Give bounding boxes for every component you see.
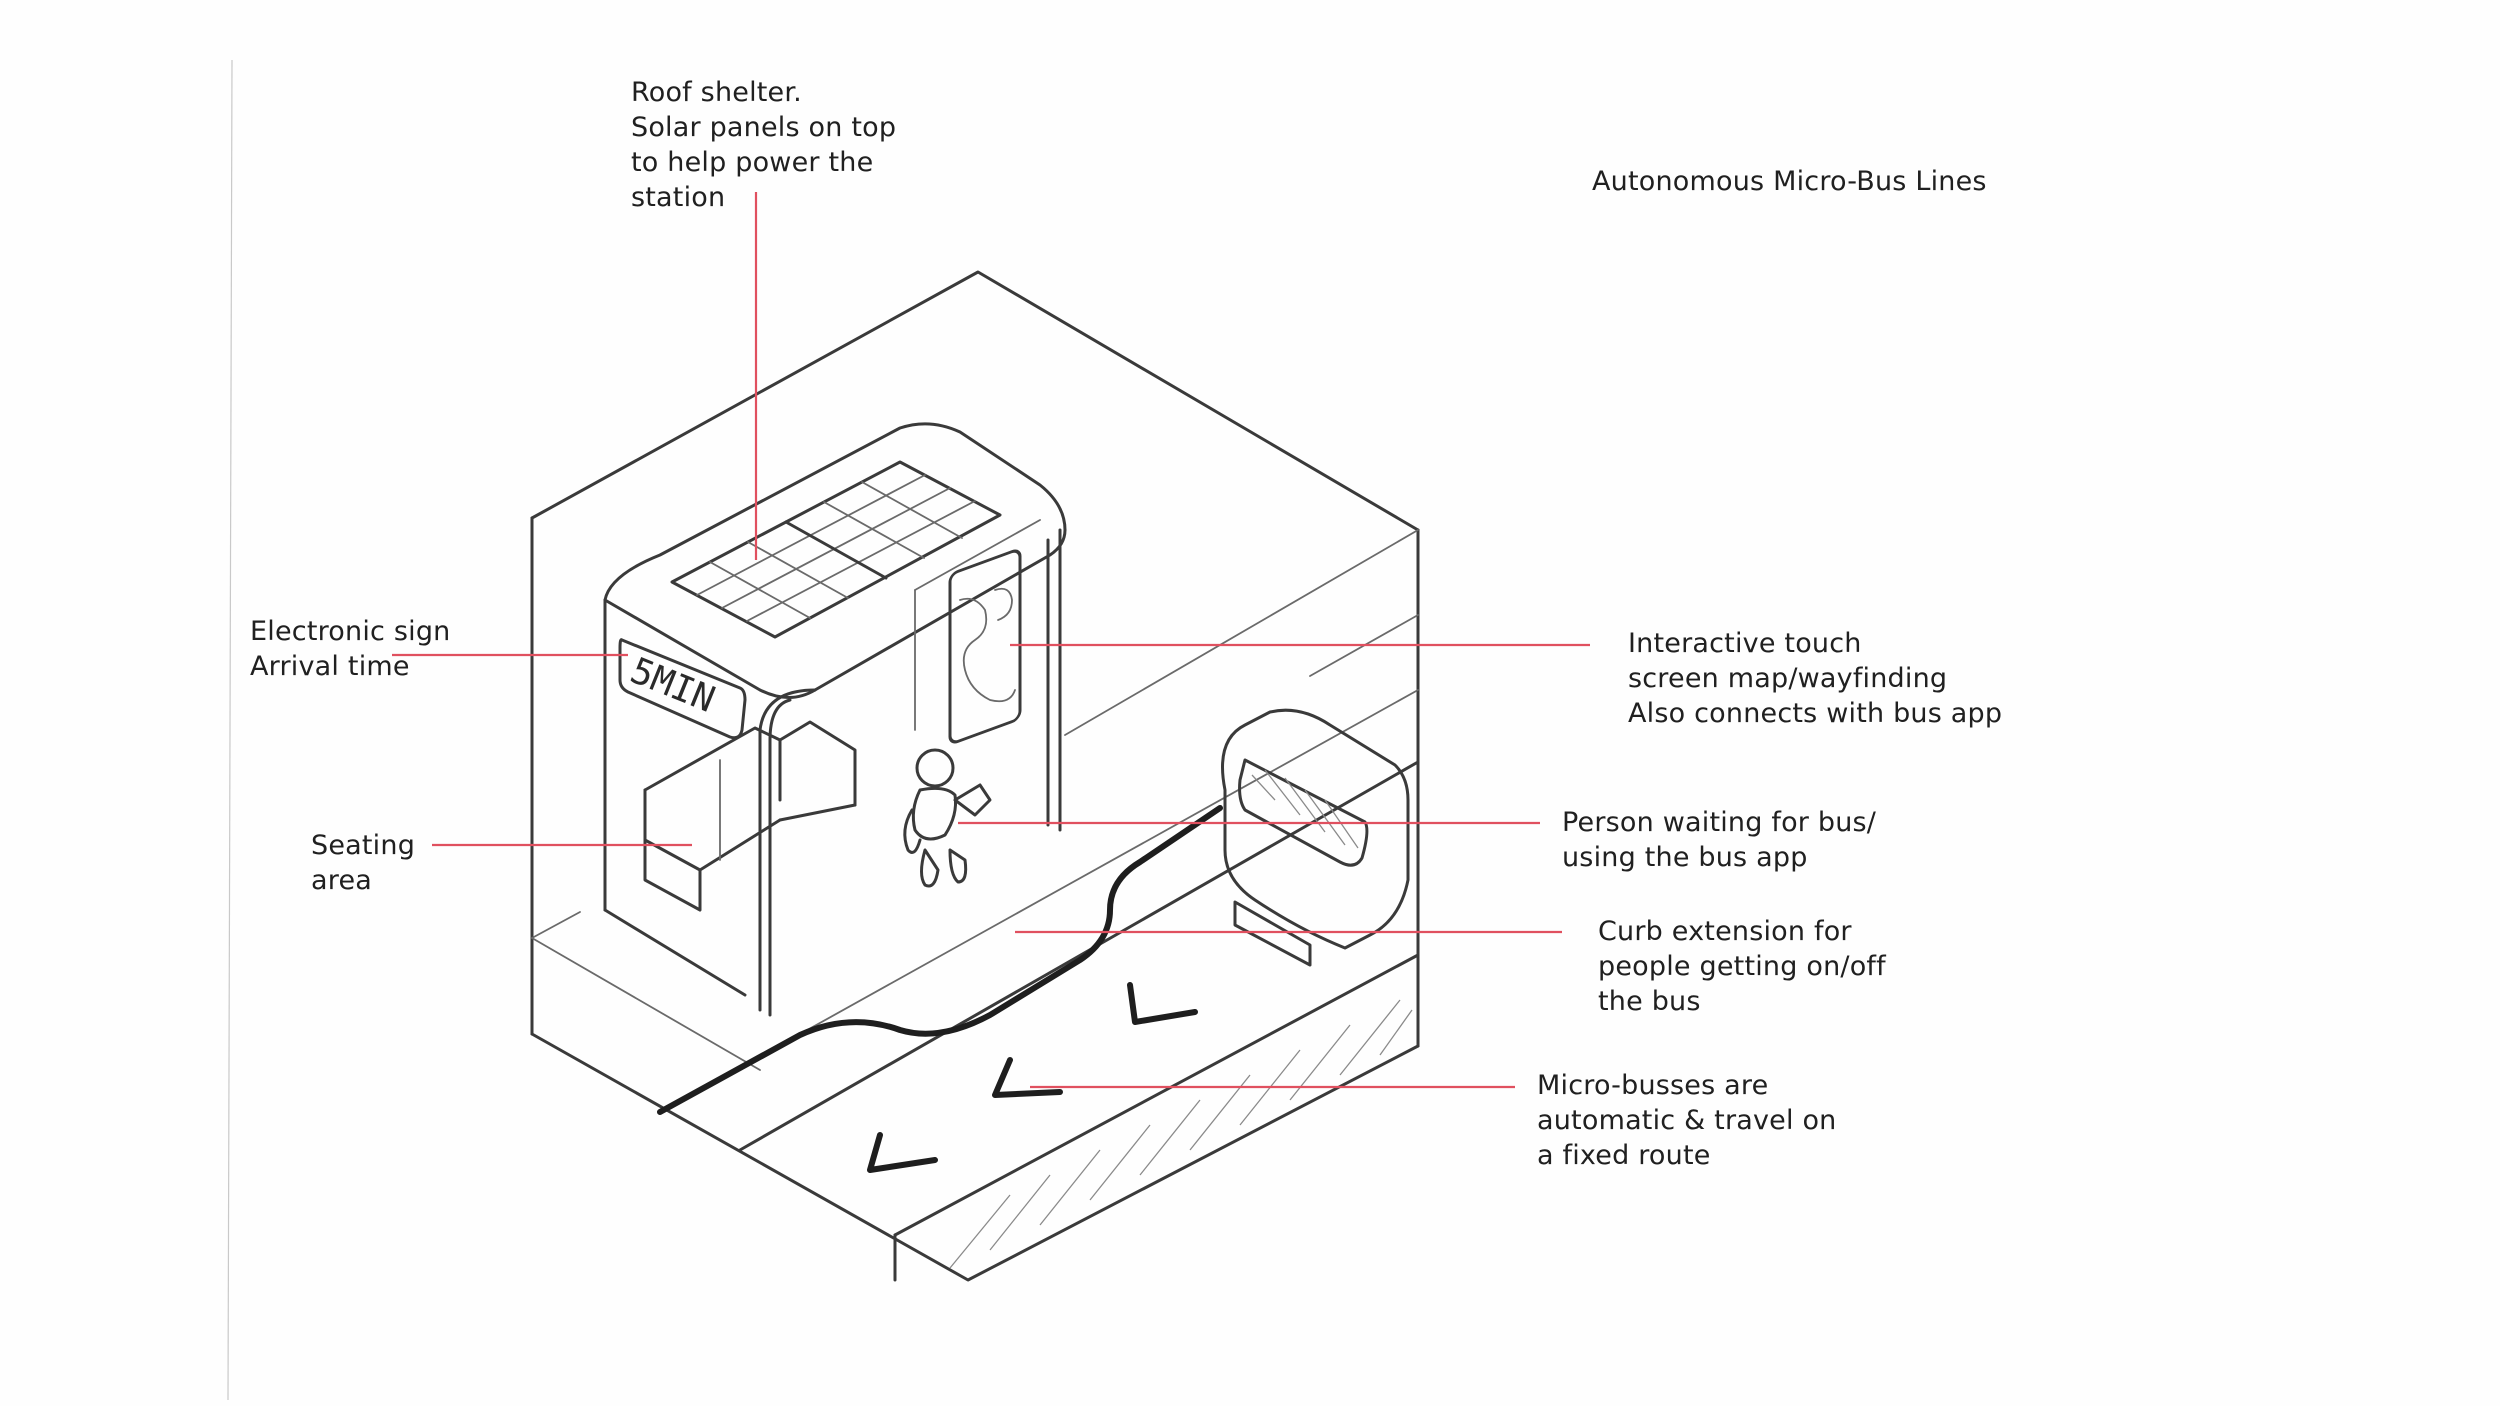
isometric-block bbox=[530, 270, 1420, 1282]
shelter-front-post bbox=[758, 688, 817, 1012]
annotation-roof-shelter: Roof shelter. Solar panels on top to hel… bbox=[631, 75, 896, 215]
annotation-leader-lines bbox=[392, 192, 1590, 1089]
touch-screen-kiosk bbox=[948, 549, 1022, 744]
route-arrow-1 bbox=[1127, 982, 1198, 1025]
annotation-seating-line-1: Seating bbox=[311, 830, 416, 861]
annotation-roof-line-4: station bbox=[631, 182, 726, 213]
touch-screen-frame bbox=[948, 549, 1022, 744]
back-wall-line bbox=[1064, 529, 1419, 736]
route-direction-arrows bbox=[867, 982, 1198, 1173]
slab-front-edge bbox=[531, 937, 761, 1071]
annotation-seating-area: Seating area bbox=[311, 828, 415, 898]
annotation-curb-line-1: Curb extension for bbox=[1598, 916, 1852, 947]
person-phone bbox=[953, 783, 992, 817]
electronic-sign: 5MIN bbox=[618, 638, 747, 740]
seating-bench bbox=[643, 720, 857, 912]
annotation-electronic-sign: Electronic sign Arrival time bbox=[250, 614, 451, 684]
annotation-sign-line-2: Arrival time bbox=[250, 651, 410, 682]
annotation-seating-line-2: area bbox=[311, 865, 373, 896]
annotation-micro-busses: Micro-busses are automatic & travel on a… bbox=[1537, 1068, 1837, 1173]
annotation-busses-line-1: Micro-busses are bbox=[1537, 1070, 1769, 1101]
bench-seat bbox=[643, 788, 782, 872]
annotation-touch-line-3: Also connects with bus app bbox=[1628, 698, 2003, 729]
waiting-person bbox=[903, 748, 992, 888]
annotation-roof-line-3: to help power the bbox=[631, 147, 874, 178]
bench-seat-2 bbox=[778, 803, 857, 822]
annotation-roof-line-1: Roof shelter. bbox=[631, 77, 802, 108]
annotation-person-line-1: Person waiting for bus/ bbox=[1562, 807, 1877, 838]
annotation-busses-line-2: automatic & travel on bbox=[1537, 1105, 1837, 1136]
bench-back bbox=[643, 726, 782, 802]
shelter-front-post-inner bbox=[768, 698, 792, 1017]
annotation-roof-line-2: Solar panels on top bbox=[631, 112, 897, 143]
solar-panels bbox=[670, 460, 1002, 639]
annotation-person-line-2: using the bus app bbox=[1562, 842, 1808, 873]
annotation-touch-screen: Interactive touch screen map/wayfinding … bbox=[1628, 626, 2002, 731]
bus-bumper bbox=[1233, 900, 1312, 967]
bus-body bbox=[1221, 708, 1410, 950]
annotation-touch-line-2: screen map/wayfinding bbox=[1628, 663, 1948, 694]
map-shape bbox=[959, 597, 1016, 703]
person-leg-right bbox=[948, 848, 968, 884]
person-body bbox=[911, 786, 957, 841]
road-far-edge bbox=[738, 760, 1420, 1152]
sign-frame bbox=[618, 638, 747, 740]
curb-extension-line bbox=[657, 805, 1223, 1115]
person-arm-left bbox=[903, 808, 922, 854]
block-bottom-edges bbox=[530, 1032, 1420, 1282]
shelter-roof-back bbox=[603, 422, 1067, 602]
annotation-touch-line-1: Interactive touch bbox=[1628, 628, 1862, 659]
route-arrow-3 bbox=[867, 1132, 938, 1173]
person-head bbox=[915, 748, 955, 788]
slab-edge-left bbox=[531, 911, 581, 939]
road-front-hatching bbox=[949, 999, 1413, 1269]
bench-back-2 bbox=[778, 720, 857, 807]
micro-bus bbox=[1221, 708, 1410, 967]
shelter-roof-front bbox=[603, 598, 817, 699]
paper-edge-line bbox=[227, 59, 233, 1401]
annotation-sign-line-1: Electronic sign bbox=[250, 616, 451, 647]
back-wall-top bbox=[914, 519, 1041, 591]
bus-windshield bbox=[1238, 758, 1369, 867]
bench-front bbox=[643, 838, 702, 912]
shelter-base bbox=[603, 908, 747, 997]
route-arrow-2 bbox=[992, 1057, 1063, 1098]
block-top-back-edges bbox=[530, 270, 1420, 532]
person-leg-left bbox=[920, 848, 940, 888]
annotation-curb-line-2: people getting on/off bbox=[1598, 951, 1886, 982]
annotation-person-waiting: Person waiting for bus/ using the bus ap… bbox=[1562, 805, 1876, 875]
bus-shelter bbox=[603, 422, 1067, 1017]
map-shape-2 bbox=[994, 587, 1013, 621]
road-base-edge bbox=[893, 953, 1420, 1237]
annotation-busses-line-3: a fixed route bbox=[1537, 1140, 1711, 1171]
annotation-curb-line-3: the bus bbox=[1598, 986, 1701, 1017]
shelter-roof-edge bbox=[813, 528, 1067, 692]
diagram-title: Autonomous Micro-Bus Lines bbox=[1592, 166, 1987, 197]
annotation-curb-extension: Curb extension for people getting on/off… bbox=[1598, 914, 1886, 1019]
